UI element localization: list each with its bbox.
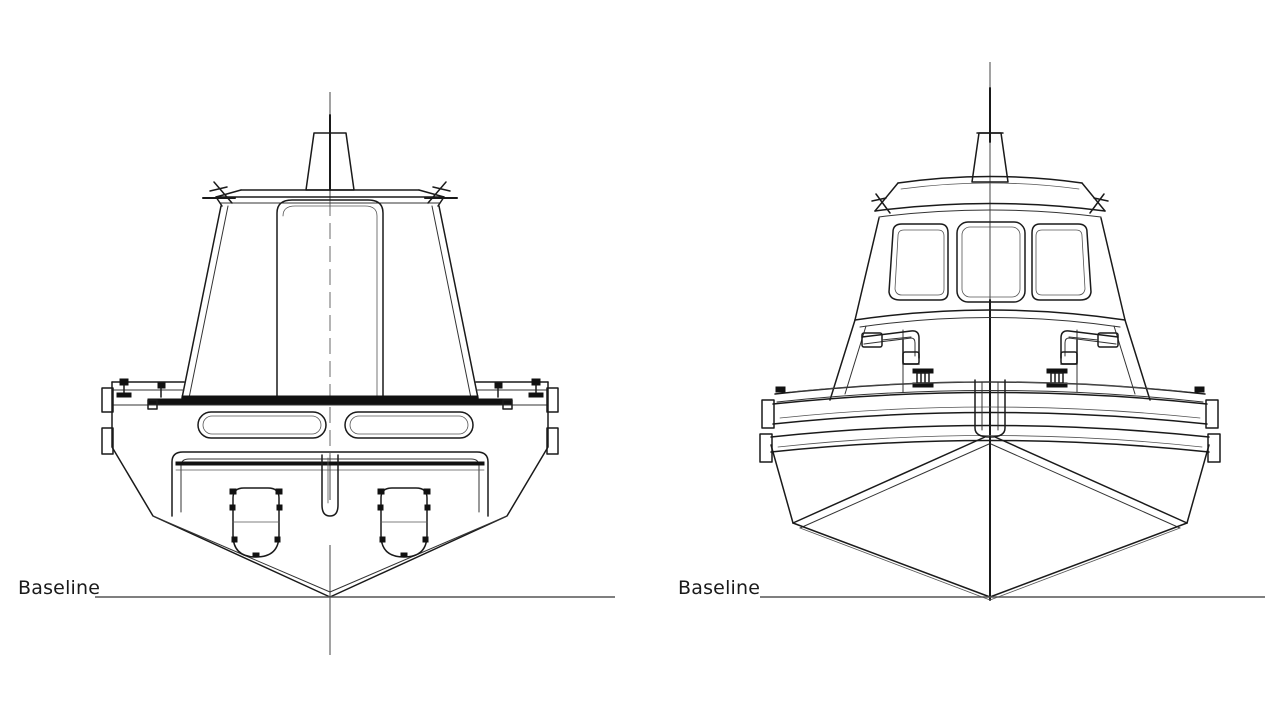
transom-slot-starboard-inner	[349, 415, 469, 435]
roof-corner-antenna-port-bow	[871, 193, 891, 214]
wheelhouse-front-brow-inner	[859, 317, 1121, 328]
roof-corner-antenna-port	[202, 181, 236, 204]
wheelhouse-front-brow	[854, 309, 1126, 321]
hull-fender-port-lower-bow	[759, 433, 773, 463]
cabin-wall-starboard-inner	[431, 205, 472, 399]
window-center	[956, 221, 1026, 303]
stern-rail-frame	[171, 451, 489, 517]
cabin-wall-starboard	[438, 205, 479, 399]
hull-fender-port-upper-bow	[761, 399, 775, 429]
vee-bottom-starboard	[989, 522, 1188, 598]
hull-fender-port-upper	[101, 387, 114, 413]
vee-bottom-starboard-inner	[989, 527, 1181, 601]
rub-rail-upper-bottom	[772, 411, 1208, 425]
wheelhouse-roof-edge-inner	[878, 209, 1102, 218]
wheelhouse-side-starboard	[1100, 217, 1126, 321]
chine-upper-port	[792, 436, 986, 524]
hull-side-starboard-bow	[1186, 444, 1210, 524]
rub-rail-lower-mid	[777, 435, 1203, 448]
deck-cleat-starboard	[528, 378, 544, 398]
cabin-aft-panel-inner	[282, 205, 378, 401]
vee-bottom-port-inner	[799, 527, 991, 601]
rub-rail-lower-top	[770, 424, 1210, 438]
roof-slope-starboard	[1081, 182, 1106, 212]
window-starboard	[1031, 223, 1092, 301]
wheelhouse-side-port	[854, 217, 880, 321]
bow-view: Baseline	[678, 62, 1265, 601]
hull-fender-starboard-upper	[546, 387, 559, 413]
rub-rail-lower-bottom	[770, 439, 1210, 453]
transom-slot-port-inner	[202, 415, 322, 435]
stern-rail-bar	[175, 461, 485, 466]
chine-upper-port-inner	[799, 443, 990, 529]
bollard-port	[912, 368, 934, 388]
roof-corner-antenna-starboard-bow	[1089, 193, 1109, 214]
roof-slope-port	[874, 182, 899, 212]
wheelhouse-roof-edge	[874, 202, 1106, 212]
hull-fender-starboard-upper-bow	[1205, 399, 1219, 429]
roof-crown-inner	[900, 182, 1080, 190]
handrail-starboard	[1060, 330, 1119, 365]
stern-view: Baseline	[18, 92, 615, 655]
hull-fender-starboard-lower-bow	[1207, 433, 1221, 463]
engine-pod-port	[229, 487, 283, 558]
roof-corner-antenna-starboard	[424, 181, 458, 204]
cabin-wall-port-inner	[188, 205, 229, 399]
cabin-wall-port	[181, 205, 222, 399]
gunwale-end-block-starboard	[502, 399, 513, 410]
house-skirt-starboard	[1124, 319, 1151, 401]
bulwark-cap-port	[775, 386, 786, 393]
gunwale-end-block-port	[147, 399, 158, 410]
engine-pod-starboard	[377, 487, 431, 558]
wheelhouse-roof-crown	[897, 175, 1083, 184]
stem-post	[974, 379, 1006, 438]
chine-upper-starboard-inner	[990, 443, 1181, 529]
deck-cleat-starboard-inner	[494, 382, 503, 398]
sheer-line-top-inner	[776, 390, 1204, 403]
hull-fender-starboard-lower	[546, 427, 559, 455]
window-port	[888, 223, 949, 301]
chine-upper-starboard	[994, 436, 1188, 524]
baseline-label-left: Baseline	[18, 577, 100, 599]
rub-rail-upper-mid	[779, 406, 1201, 419]
cabin-aft-panel	[276, 199, 384, 401]
rub-rail-upper-top	[772, 391, 1208, 405]
stern-rail-center-leg	[321, 454, 339, 517]
deck-surface-line	[789, 381, 1191, 393]
deck-gunwale-band	[147, 398, 513, 406]
deck-cleat-port	[116, 378, 132, 398]
bulwark-cap-starboard	[1194, 386, 1205, 393]
hull-side-port-bow	[770, 444, 794, 524]
bollard-starboard	[1046, 368, 1068, 388]
handrail-port	[861, 330, 920, 365]
vee-bottom-port	[792, 522, 991, 598]
hull-fender-port-lower	[101, 427, 114, 455]
transom-slot-starboard	[344, 411, 474, 439]
transom-slot-port	[197, 411, 327, 439]
deck-cleat-port-inner	[157, 382, 166, 398]
house-skirt-port	[829, 319, 856, 401]
baseline-label-right: Baseline	[678, 577, 760, 599]
